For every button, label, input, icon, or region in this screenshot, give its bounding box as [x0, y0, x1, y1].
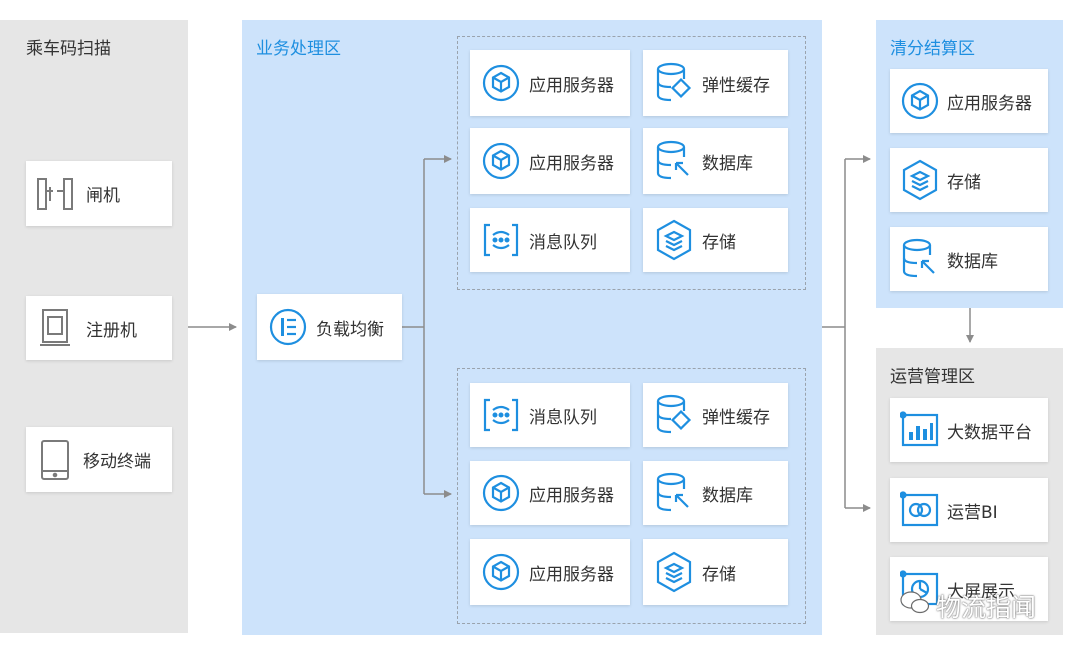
node-database: 数据库 [643, 128, 788, 194]
node-label: 应用服务器 [947, 93, 1032, 114]
node-label: 移动终端 [83, 452, 151, 472]
node-label: 应用服务器 [529, 564, 614, 585]
node-label: 存储 [702, 232, 736, 253]
node-label: 数据库 [702, 485, 753, 506]
node-label: 应用服务器 [529, 75, 614, 96]
storage-icon [654, 218, 694, 262]
node-app-server: 应用服务器 [470, 50, 630, 116]
watermark: 物流指闻 [900, 588, 1036, 624]
node-label: 存储 [702, 564, 736, 585]
node-label: 数据库 [702, 153, 753, 174]
node-database: 数据库 [890, 227, 1048, 291]
node-big-data-platform: 大数据平台 [890, 398, 1048, 462]
node-label: 应用服务器 [529, 485, 614, 506]
node-load-balancer: 负载均衡 [257, 294, 402, 360]
app-server-icon [481, 473, 521, 513]
node-label: 注册机 [86, 320, 137, 341]
node-app-server: 应用服务器 [470, 539, 630, 605]
wechat-logo-icon [900, 590, 930, 622]
mobile-terminal-icon [40, 439, 70, 481]
database-icon [900, 237, 940, 281]
storage-icon [900, 158, 940, 202]
elastic-cache-icon [654, 61, 694, 105]
app-server-icon [481, 63, 521, 103]
node-app-server: 应用服务器 [890, 69, 1048, 133]
elastic-cache-icon [654, 393, 694, 437]
node-label: 消息队列 [529, 232, 597, 253]
node-database: 数据库 [643, 461, 788, 525]
cluster-top-frame [457, 36, 806, 290]
node-register-machine: 注册机 [26, 296, 172, 360]
node-storage: 存储 [890, 148, 1048, 212]
zone-title-scan: 乘车码扫描 [26, 39, 111, 59]
database-icon [654, 139, 694, 183]
node-label: 运营BI [947, 502, 998, 523]
node-gate: 闸机 [26, 161, 172, 226]
node-ops-bi: 运营BI [890, 478, 1048, 542]
storage-icon [654, 550, 694, 594]
node-message-queue: 消息队列 [470, 383, 630, 447]
message-queue-icon [481, 220, 521, 260]
register-machine-icon [38, 308, 72, 348]
node-mobile-terminal: 移动终端 [26, 427, 172, 492]
app-server-icon [481, 552, 521, 592]
node-label: 存储 [947, 172, 981, 193]
load-balancer-icon [268, 307, 308, 347]
node-label: 消息队列 [529, 407, 597, 428]
node-label: 应用服务器 [529, 153, 614, 174]
node-label: 弹性缓存 [702, 407, 770, 428]
node-app-server: 应用服务器 [470, 461, 630, 525]
gate-icon [36, 177, 74, 211]
node-label: 大数据平台 [947, 422, 1032, 443]
node-elastic-cache: 弹性缓存 [643, 383, 788, 447]
bi-icon [900, 490, 940, 530]
node-elastic-cache: 弹性缓存 [643, 50, 788, 116]
node-storage: 存储 [643, 539, 788, 605]
node-label: 负载均衡 [316, 319, 384, 340]
zone-title-clearing: 清分结算区 [890, 39, 975, 59]
node-message-queue: 消息队列 [470, 208, 630, 272]
zone-title-ops: 运营管理区 [890, 367, 975, 387]
app-server-icon [481, 141, 521, 181]
node-storage: 存储 [643, 208, 788, 272]
message-queue-icon [481, 395, 521, 435]
zone-title-business: 业务处理区 [256, 39, 341, 59]
database-icon [654, 471, 694, 515]
node-label: 闸机 [86, 186, 120, 206]
big-data-icon [900, 410, 940, 450]
cluster-bottom-frame [457, 368, 806, 624]
node-label: 弹性缓存 [702, 75, 770, 96]
node-app-server: 应用服务器 [470, 128, 630, 194]
watermark-text: 物流指闻 [936, 593, 1037, 622]
app-server-icon [900, 81, 940, 121]
node-label: 大屏展示 [947, 581, 1015, 602]
node-label: 数据库 [947, 251, 998, 272]
